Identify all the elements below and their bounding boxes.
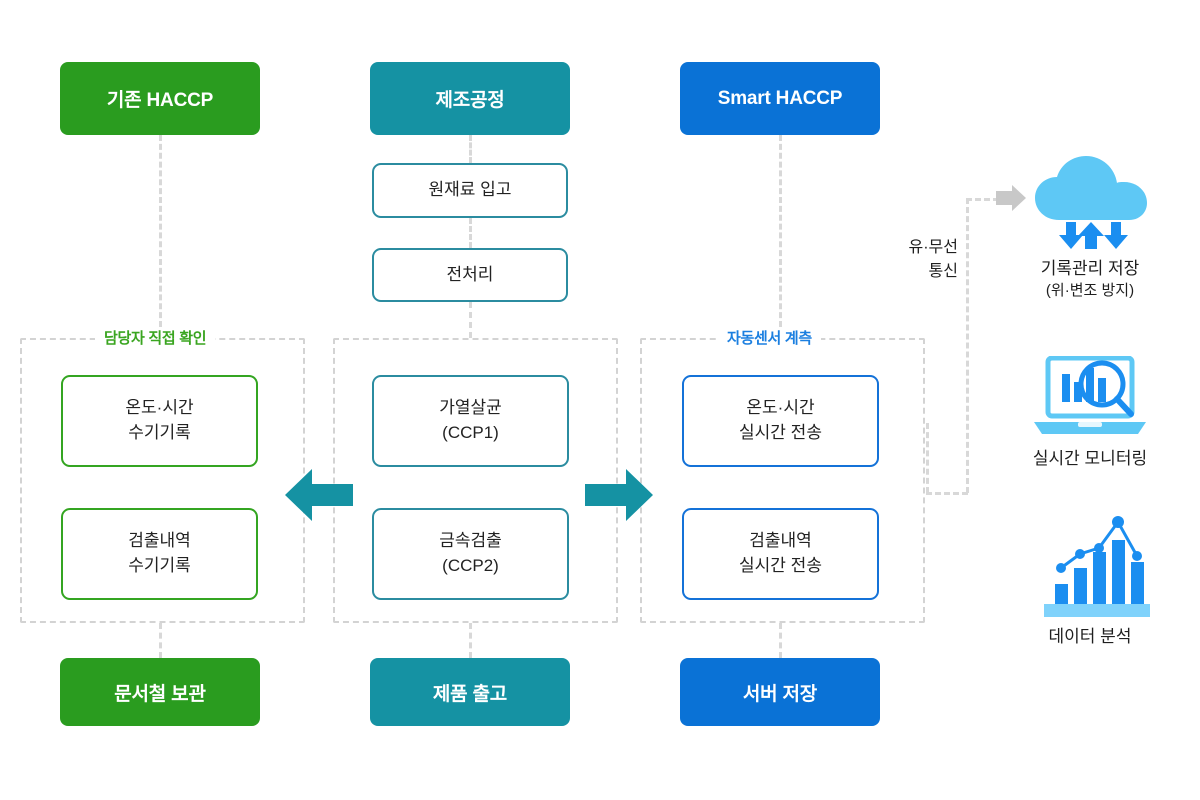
ccp-item-heat-sterilization[interactable]: 가열살균 (CCP1): [372, 375, 569, 467]
header-smart-haccp-label: Smart HACCP: [717, 87, 843, 109]
right-icon-data-analysis: 데이터 분석: [1000, 510, 1180, 649]
connector-smartgroup-riser: [926, 423, 929, 493]
footer-product-shipment[interactable]: 제품 출고: [370, 658, 570, 726]
connector-process-step1-to-step2: [469, 218, 472, 248]
monitoring-caption: 실시간 모니터링: [1032, 449, 1148, 468]
process-step-label: 원재료 입고: [428, 180, 512, 200]
legacy-item-temp-time-manual[interactable]: 온도·시간 수기기록: [61, 375, 258, 467]
legacy-item-line1: 검출내역: [128, 531, 191, 551]
right-icon-record-storage: 기록관리 저장 (위·변조 방지): [1000, 152, 1180, 301]
group-process-frame: [333, 338, 618, 623]
right-icon-realtime-monitoring: 실시간 모니터링: [1000, 356, 1180, 471]
connector-smart-header-to-group: [779, 135, 782, 327]
process-step-label: 전처리: [446, 264, 494, 284]
process-step-raw-material[interactable]: 원재료 입고: [372, 163, 568, 218]
footer-process-label: 제품 출고: [432, 683, 508, 705]
connector-comm-from-smart-group: [926, 492, 968, 495]
connector-process-header-to-step1: [469, 135, 472, 163]
group-legacy-label: 담당자 직접 확인: [95, 327, 216, 348]
arrow-left-to-legacy: [285, 469, 353, 521]
connector-legacy-header-to-group: [159, 135, 162, 327]
data-analysis-caption: 데이터 분석: [1048, 627, 1132, 646]
legacy-item-line2: 수기기록: [128, 556, 191, 575]
record-storage-caption: 기록관리 저장: [1040, 259, 1140, 278]
right-icon-caption: 기록관리 저장 (위·변조 방지): [1000, 258, 1180, 301]
ccp-item-metal-detection[interactable]: 금속검출 (CCP2): [372, 508, 569, 600]
footer-legacy-label: 문서철 보관: [114, 683, 206, 705]
connector-legacy-group-to-footer: [159, 623, 162, 658]
legacy-item-line1: 온도·시간: [125, 398, 194, 418]
smart-item-detection-realtime[interactable]: 검출내역 실시간 전송: [682, 508, 879, 600]
right-icon-caption: 실시간 모니터링: [1000, 448, 1180, 471]
header-legacy-haccp[interactable]: 기존 HACCP: [60, 62, 260, 135]
footer-smart-label: 서버 저장: [742, 683, 818, 705]
arrow-right-dashed-to-cloud: [996, 185, 1026, 211]
connector-comm-vertical: [966, 198, 969, 493]
connector-process-group-to-footer: [469, 623, 472, 658]
cloud-sync-icon: [1035, 156, 1147, 249]
legacy-item-line2: 수기기록: [128, 423, 191, 442]
smart-item-line2: 실시간 전송: [739, 556, 822, 575]
bar-line-chart-icon: [1044, 516, 1150, 617]
connector-smart-group-to-footer: [779, 623, 782, 658]
footer-server-storage[interactable]: 서버 저장: [680, 658, 880, 726]
connector-comm-to-cloud: [966, 198, 999, 201]
legacy-item-detection-manual[interactable]: 검출내역 수기기록: [61, 508, 258, 600]
arrow-right-to-smart: [585, 469, 653, 521]
header-legacy-haccp-label: 기존 HACCP: [106, 90, 214, 111]
comm-label-line1: 유·무선: [908, 239, 959, 256]
header-manufacturing-process-label: 제조공정: [435, 90, 505, 111]
ccp-item-line2: (CCP2): [442, 556, 499, 575]
comm-label-line2: 통신: [928, 263, 958, 280]
smart-item-temp-time-realtime[interactable]: 온도·시간 실시간 전송: [682, 375, 879, 467]
record-storage-sub: (위·변조 방지): [1045, 281, 1135, 299]
ccp-item-line2: (CCP1): [442, 423, 499, 442]
laptop-chart-magnifier-icon: [1034, 356, 1146, 434]
header-smart-haccp[interactable]: Smart HACCP: [680, 62, 880, 135]
group-smart-label: 자동센서 계측: [718, 327, 821, 348]
smart-item-line2: 실시간 전송: [739, 423, 822, 442]
process-step-pretreatment[interactable]: 전처리: [372, 248, 568, 302]
smart-item-line1: 온도·시간: [746, 398, 815, 418]
header-manufacturing-process[interactable]: 제조공정: [370, 62, 570, 135]
smart-item-line1: 검출내역: [749, 531, 812, 551]
footer-document-archive[interactable]: 문서철 보관: [60, 658, 260, 726]
connector-process-step2-to-group: [469, 302, 472, 338]
right-icon-caption: 데이터 분석: [1000, 626, 1180, 649]
ccp-item-line1: 금속검출: [439, 531, 502, 551]
comm-label: 유·무선 통신: [868, 236, 959, 284]
ccp-item-line1: 가열살균: [439, 398, 502, 418]
